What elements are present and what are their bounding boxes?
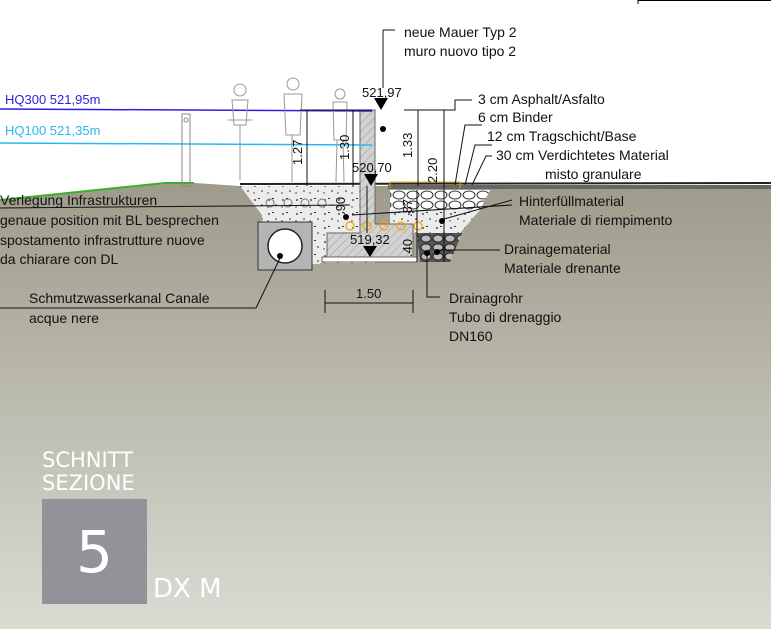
layer-compacted: 30 cm Verdichtetes Material	[496, 147, 669, 163]
elevation-top: 521,97	[362, 85, 402, 100]
leader-dots	[277, 126, 445, 259]
pedestrian-icon	[332, 88, 348, 183]
drain-pipe-de: Drainagrohr	[449, 290, 523, 306]
elevation-path: 520,70	[352, 160, 392, 175]
layer-asphalt: 3 cm Asphalt/Asfalto	[478, 91, 605, 107]
dim-90: .90	[333, 197, 348, 215]
drainage-material-it: Materiale drenante	[504, 260, 621, 276]
section-suffix: DX M	[153, 574, 222, 604]
drainage-material-de: Drainagematerial	[504, 241, 611, 257]
layer-binder: 6 cm Binder	[478, 109, 553, 125]
layer-compacted-it: misto granulare	[545, 166, 642, 182]
dim-1-30: 1.30	[337, 135, 352, 160]
infra-note-2: genaue position mit BL besprechen	[0, 212, 219, 228]
elevation-base: 519,32	[350, 232, 390, 247]
section-title-it: SEZIONE	[42, 471, 135, 495]
gravel-layer	[390, 190, 490, 210]
wall-label-it: muro nuovo tipo 2	[404, 43, 516, 59]
elevation-markers	[363, 98, 388, 257]
drain-pipe-size: DN160	[449, 328, 493, 344]
dim-40: .40	[400, 239, 415, 257]
infra-note-3: spostamento infrastrutture nuove	[0, 232, 205, 248]
cyclist-icon	[228, 83, 252, 180]
layer-base: 12 cm Tragschicht/Base	[487, 128, 637, 144]
wall-label-de: neue Mauer Typ 2	[404, 24, 517, 40]
infra-note-1: Verlegung Infrastrukturen	[0, 192, 157, 208]
cyclist-icon	[283, 77, 303, 182]
dimension-lines	[0, 29, 513, 313]
grass-line	[0, 182, 194, 201]
section-number: 5	[42, 499, 147, 604]
ground	[0, 182, 771, 629]
sewer-label-1: Schmutzwasserkanal Canale	[29, 290, 210, 306]
hq300-line	[0, 108, 373, 112]
hq100-label: HQ100 521,35m	[5, 123, 100, 138]
dim-87: .87	[400, 199, 415, 217]
hq300-label: HQ300 521,95m	[5, 92, 100, 107]
section-title-de: SCHNITT	[42, 448, 133, 472]
backfill-label-de: Hinterfüllmaterial	[519, 193, 624, 209]
hq100-line	[0, 142, 373, 146]
sewer-pipe	[267, 228, 303, 264]
dim-2-20: 2.20	[425, 158, 440, 183]
bollard-icon	[181, 113, 191, 187]
dim-1-27: 1.27	[290, 140, 305, 165]
infra-note-4: da chiarare con DL	[0, 251, 119, 267]
sewer-label-2: acque nere	[29, 310, 99, 326]
backfill-label-it: Materiale di riempimento	[519, 212, 672, 228]
drain-pipe-it: Tubo di drenaggio	[449, 309, 562, 325]
dim-1-33: 1.33	[400, 133, 415, 158]
dim-1-50: 1.50	[356, 286, 381, 301]
